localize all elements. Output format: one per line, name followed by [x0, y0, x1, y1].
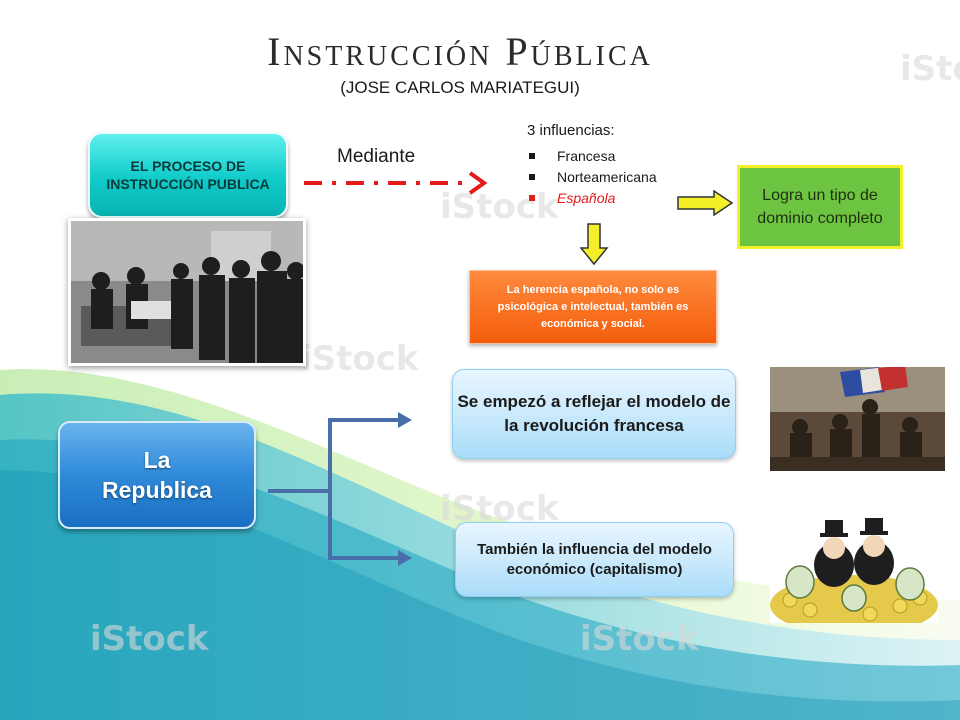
- page-title: Instrucción Pública: [267, 29, 653, 74]
- yellow-arrow-down: [580, 223, 609, 266]
- yellow-arrow-right: [677, 190, 734, 216]
- watermark-text: iStock: [580, 619, 700, 659]
- influence-item: Norteamericana: [527, 167, 657, 188]
- page-subtitle: (JOSE CARLOS MARIATEGUI): [340, 78, 580, 97]
- result-box: Logra un tipo de dominio completo: [737, 165, 903, 249]
- bullet-icon: [529, 195, 535, 201]
- watermark-text: iStock: [440, 187, 560, 227]
- capitalism-box: También la influencia del modelo económi…: [455, 522, 734, 597]
- influence-item: Española: [527, 188, 657, 209]
- influences-heading: 3 influencias:: [527, 122, 615, 139]
- connector-label: Mediante: [337, 146, 416, 167]
- process-box: EL PROCESO DE INSTRUCCIÓN PUBLICA: [88, 132, 288, 218]
- watermark-text: iStock: [300, 339, 420, 379]
- influence-item: Francesa: [527, 146, 657, 167]
- watermark-text: iStock: [90, 619, 210, 659]
- bullet-icon: [529, 153, 535, 159]
- revolution-painting: [770, 367, 945, 471]
- classroom-photo: [68, 218, 306, 366]
- republic-box: La Republica: [58, 421, 256, 529]
- dashed-arrow: [304, 171, 488, 195]
- money-cartoon: [770, 510, 938, 623]
- heritage-box: La herencia española, no solo es psicoló…: [469, 270, 717, 344]
- influences-list: Francesa Norteamericana Española: [527, 146, 657, 209]
- bullet-icon: [529, 174, 535, 180]
- republic-label: La Republica: [102, 447, 212, 503]
- watermark-text: iStock: [900, 49, 960, 89]
- branch-connector: [268, 412, 412, 566]
- french-revolution-box: Se empezó a reflejar el modelo de la rev…: [452, 369, 736, 459]
